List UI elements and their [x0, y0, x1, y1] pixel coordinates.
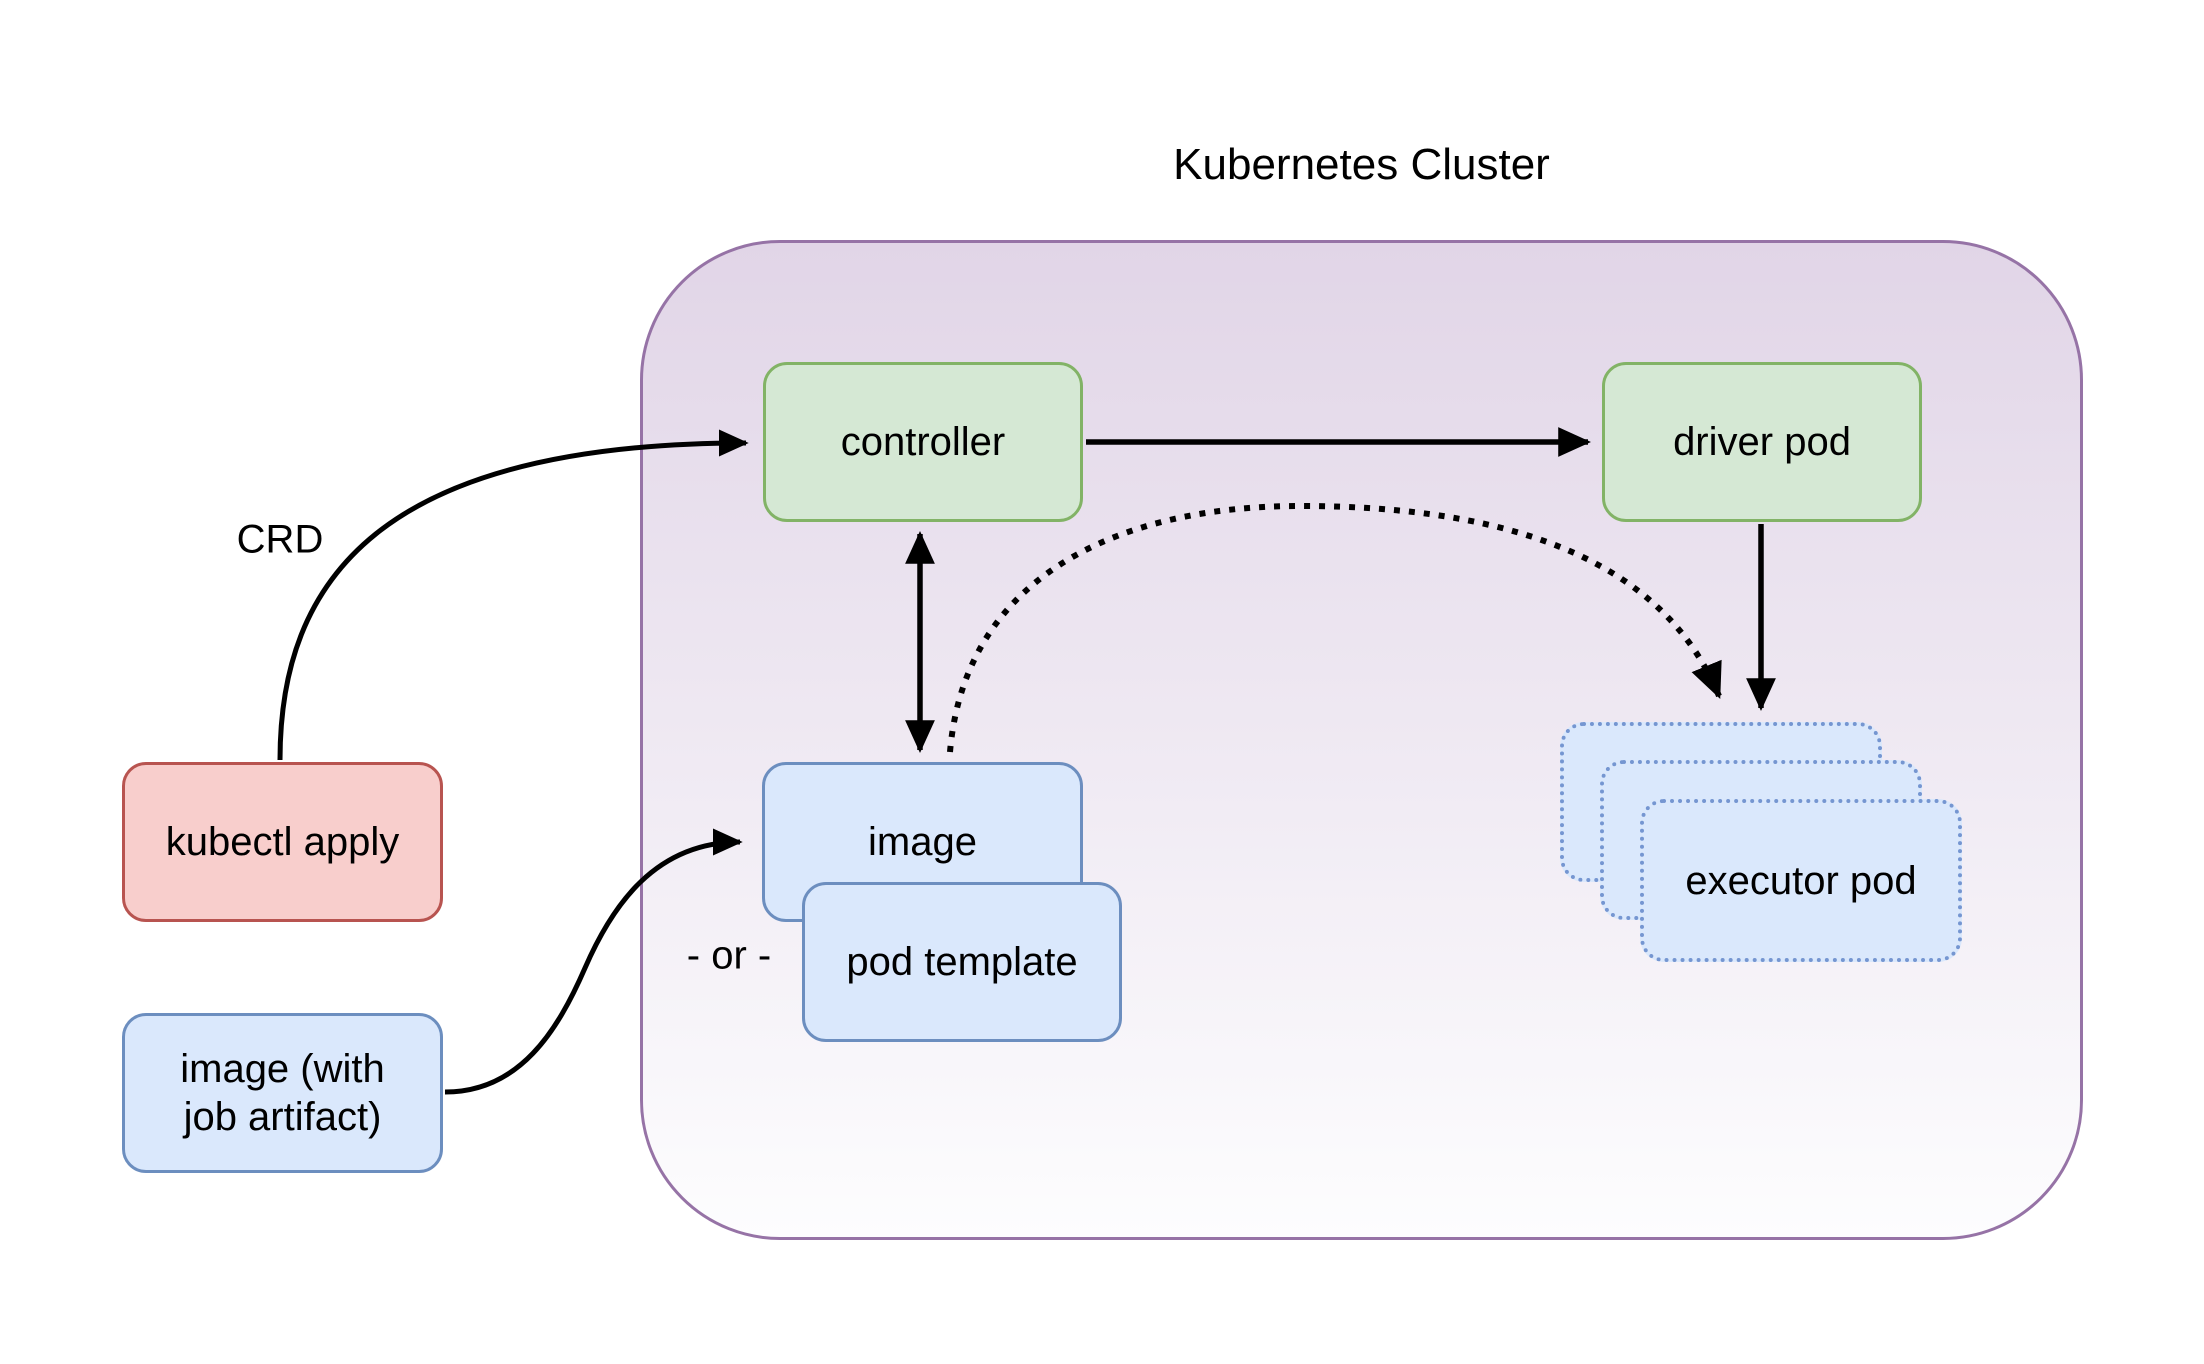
node-image-label: image: [868, 820, 977, 864]
edge-label-crd: CRD: [236, 517, 324, 562]
edge-label-or: - or -: [686, 933, 772, 978]
node-controller: controller: [763, 362, 1083, 522]
node-pod-template-label: pod template: [846, 940, 1078, 984]
node-pod-template: pod template: [802, 882, 1122, 1042]
node-image-with-job-artifact: image (with job artifact): [122, 1013, 443, 1173]
node-driver-pod-label: driver pod: [1673, 420, 1851, 464]
node-controller-label: controller: [840, 420, 1006, 464]
node-executor-pod-front: executor pod: [1640, 799, 1962, 962]
node-image-with-job-artifact-label: image (with job artifact): [180, 1047, 385, 1139]
node-kubectl-apply: kubectl apply: [122, 762, 443, 922]
node-driver-pod: driver pod: [1602, 362, 1922, 522]
node-kubectl-apply-label: kubectl apply: [165, 820, 400, 864]
diagram-title: Kubernetes Cluster: [1173, 140, 1550, 189]
node-executor-pod-front-label: executor pod: [1685, 858, 1917, 903]
